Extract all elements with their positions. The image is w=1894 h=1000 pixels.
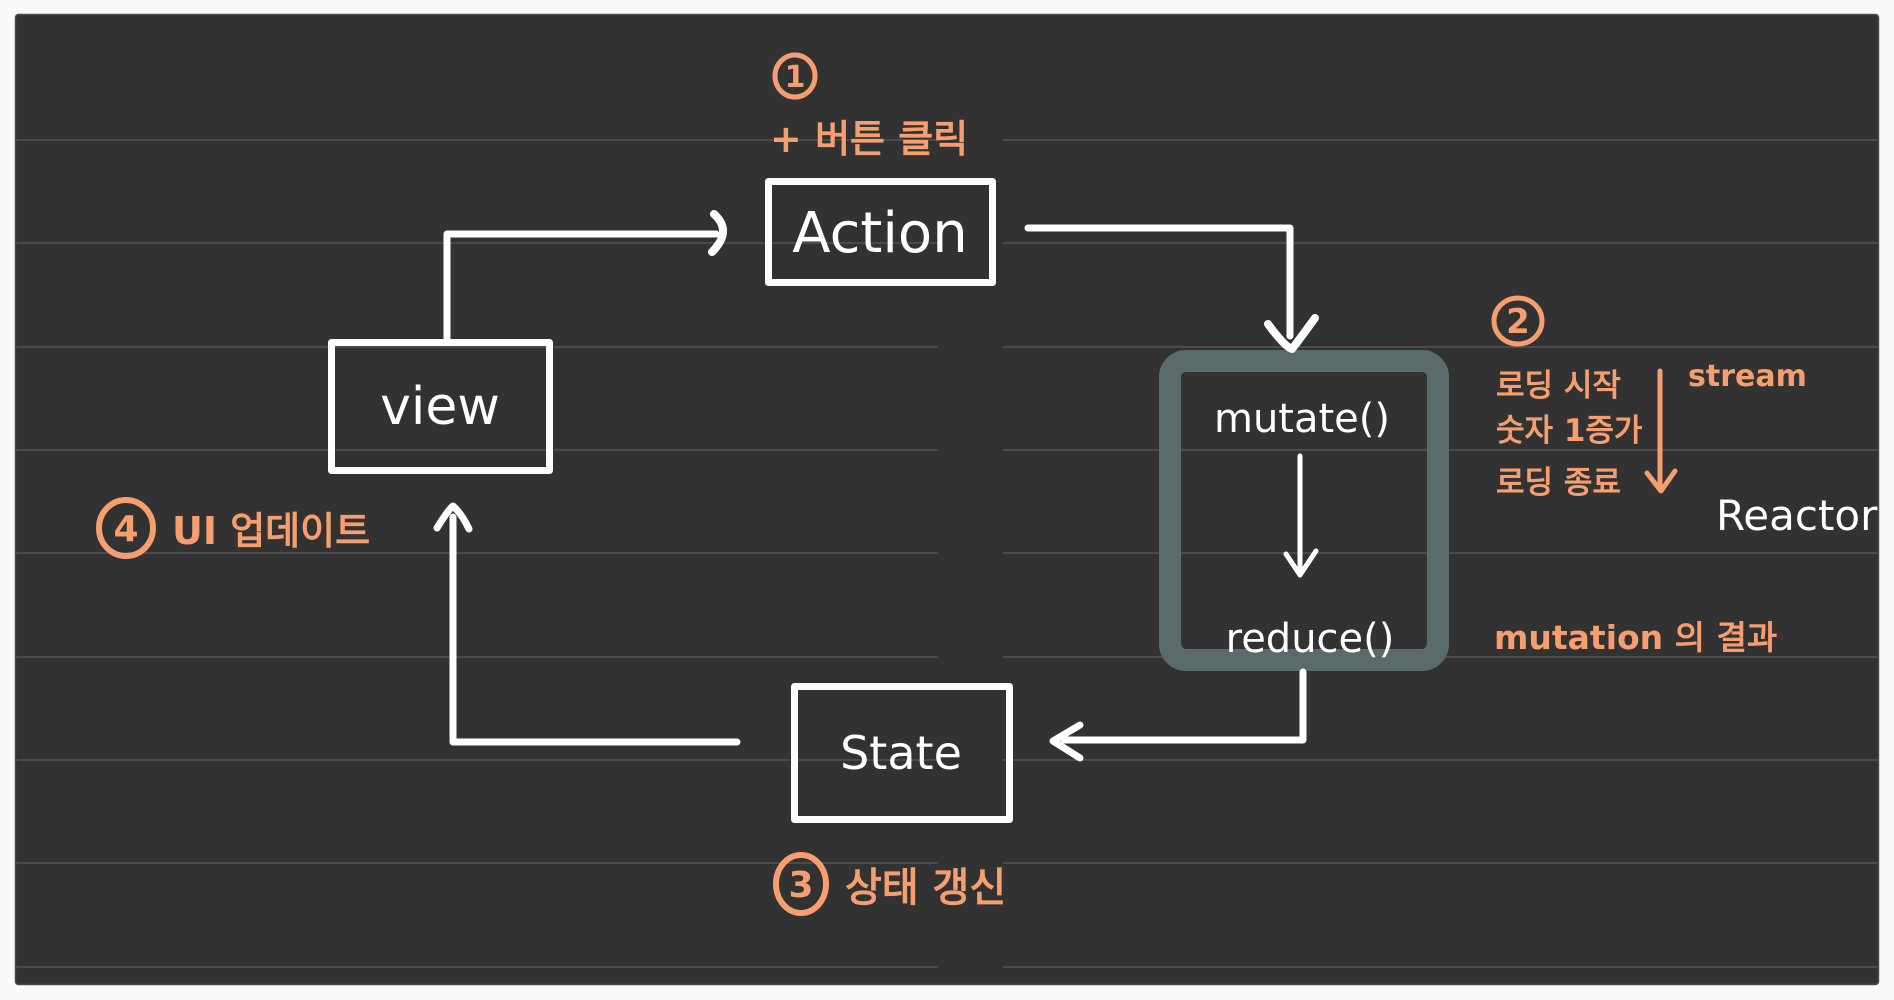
step4-number: 4 <box>113 509 138 550</box>
arrowhead-mutate-to-reduce <box>1283 548 1319 578</box>
action-box <box>765 178 996 286</box>
step3-label: 상태 갱신 <box>845 865 1006 911</box>
step2-line-3: 로딩 종료 <box>1496 465 1621 501</box>
white-ink-labels: Action view State mutate() reduce() Reac… <box>380 201 1878 780</box>
arrowhead-view-to-action <box>708 210 727 256</box>
step2-number-circle <box>1491 295 1545 347</box>
stream-label: stream <box>1688 359 1807 394</box>
step1-number: 1 <box>785 60 806 95</box>
orange-ink-strokes <box>96 52 1678 916</box>
view-label: view <box>380 377 500 437</box>
step3-number: 3 <box>788 865 813 906</box>
orange-ink-labels: 1 + 버튼 클릭 2 로딩 시작 숫자 1증가 로딩 종료 stream mu… <box>113 60 1806 911</box>
step1-label: + 버튼 클릭 <box>770 117 968 161</box>
state-box <box>791 683 1013 823</box>
reactor-container-box <box>1159 350 1449 671</box>
step1-number-circle <box>772 52 818 100</box>
arrowhead-state-to-view <box>433 502 473 533</box>
arrow-view-to-action <box>443 230 720 345</box>
reduce-label: reduce() <box>1226 616 1395 662</box>
step2-line-1: 로딩 시작 <box>1496 368 1621 404</box>
step2-number: 2 <box>1506 302 1530 342</box>
state-label: State <box>840 726 962 780</box>
step4-label: UI 업데이트 <box>172 509 370 553</box>
mutation-result-label: mutation 의 결과 <box>1494 618 1777 657</box>
arrow-reduce-to-state <box>1060 668 1307 744</box>
view-box <box>328 339 553 474</box>
reactor-label: Reactor <box>1716 491 1878 540</box>
mutate-label: mutate() <box>1214 396 1390 442</box>
arrowhead-reduce-to-state <box>1049 721 1084 762</box>
arrow-state-to-view <box>449 513 741 746</box>
step2-line-2: 숫자 1증가 <box>1496 413 1643 449</box>
action-label: Action <box>792 201 967 266</box>
arrowhead-action-to-mutate <box>1264 314 1319 353</box>
step3-number-circle <box>773 852 829 916</box>
arrowhead-stream <box>1644 468 1678 494</box>
white-ink-strokes <box>328 178 1319 823</box>
arrow-action-to-mutate <box>1024 224 1294 340</box>
step4-number-circle <box>96 497 156 559</box>
